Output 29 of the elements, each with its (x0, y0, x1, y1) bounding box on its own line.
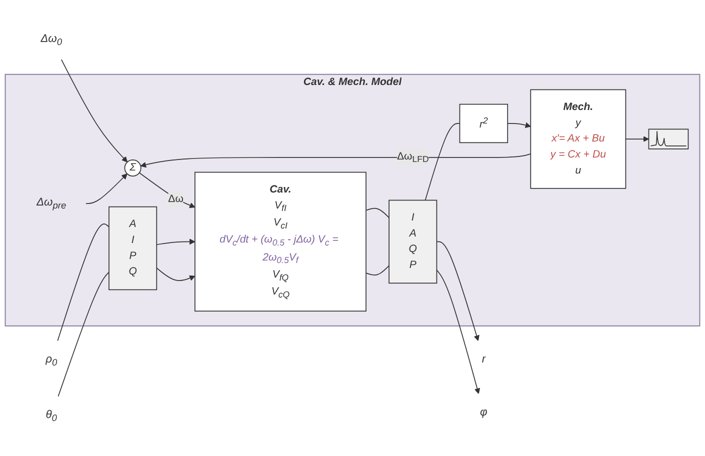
node-box: Cav. V$_{fI}$ V$_{cI}$ dV$_{c}$/dt + (ω$_{0.5}$ - jΔω) V$_{c}$ = 2ω$_{0.5}$V$_{f}$ V$_{fQ}$ V$_{cQ}$ (194, 172, 366, 312)
arrow (86, 173, 128, 204)
connector (424, 123, 460, 201)
arrow (156, 268, 196, 281)
connector (57, 223, 110, 342)
connector (58, 272, 110, 397)
arrow (436, 270, 480, 394)
arrow (60, 59, 128, 162)
arrow (507, 122, 531, 128)
edge-label: Δω (168, 194, 184, 205)
node-text: φ (480, 406, 488, 418)
arrow (156, 238, 196, 246)
node-circle: Σ (124, 159, 142, 176)
arrow (138, 172, 196, 208)
edge-label: Δω$_{LFD}$ (396, 150, 429, 164)
arrow (625, 136, 649, 142)
node-text: Δω$_{pre}$ (36, 196, 66, 212)
arrow (140, 153, 532, 168)
connector (366, 265, 390, 276)
node-box: r$^{2}$ (459, 104, 508, 144)
connector (366, 208, 390, 218)
arrow (436, 241, 480, 341)
node-text: Δω$_{0}$ (40, 32, 62, 48)
node-box: A I P Q (108, 206, 158, 290)
node-text: θ$_{0}$ (46, 408, 57, 424)
node-text: ρ$_{0}$ (46, 352, 58, 368)
node-box: I A Q P (388, 200, 438, 284)
node-text: r (482, 352, 486, 366)
node-box: Mech. y x′= Ax + Bu y = Cx + Du u (530, 89, 626, 189)
